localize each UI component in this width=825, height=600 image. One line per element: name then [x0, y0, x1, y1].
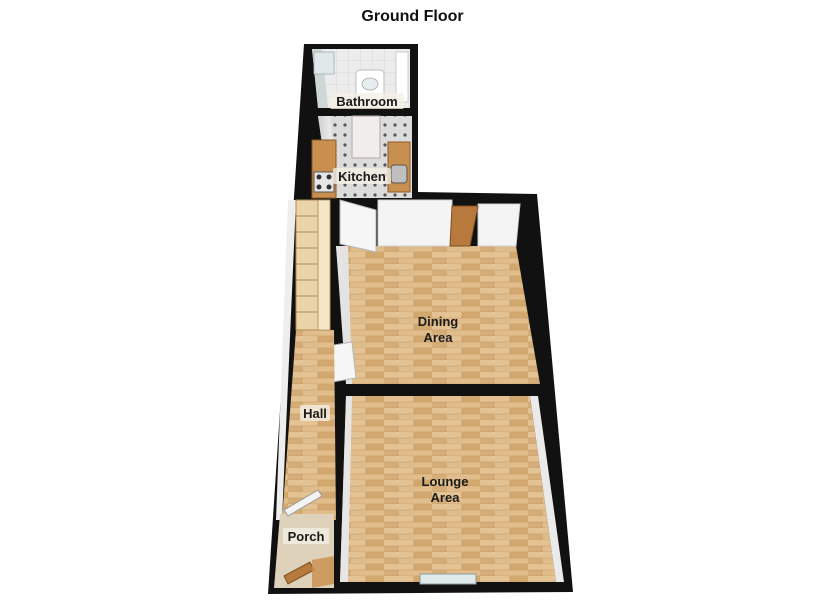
partition-left [336, 384, 392, 396]
window-icon [313, 51, 335, 75]
bathroom-wall [306, 108, 418, 116]
lounge-area [340, 396, 556, 582]
kitchen-entry-door-icon [339, 199, 377, 253]
stairs [295, 199, 331, 331]
hall [282, 330, 336, 520]
kitchen-label: Kitchen [338, 169, 386, 184]
back-door-icon [449, 205, 479, 247]
dining-area [336, 246, 540, 384]
hall-label: Hall [303, 406, 327, 421]
porch-label: Porch [288, 529, 325, 544]
dining-label-line2: Area [424, 330, 454, 345]
bay-window-icon [419, 573, 477, 585]
hob-icon [313, 171, 335, 193]
dining-label-line1: Dining [418, 314, 458, 329]
dining-back-wall [377, 199, 453, 247]
porch-door-icon [283, 489, 323, 517]
kitchen-door-icon [351, 115, 381, 159]
sink-icon [390, 164, 408, 184]
bathroom-label: Bathroom [336, 94, 397, 109]
plan-title: Ground Floor [361, 8, 464, 25]
lounge-label-line1: Lounge [422, 474, 469, 489]
lounge-label-line2: Area [431, 490, 461, 505]
kitchen [311, 115, 412, 199]
partition-right [488, 384, 542, 396]
